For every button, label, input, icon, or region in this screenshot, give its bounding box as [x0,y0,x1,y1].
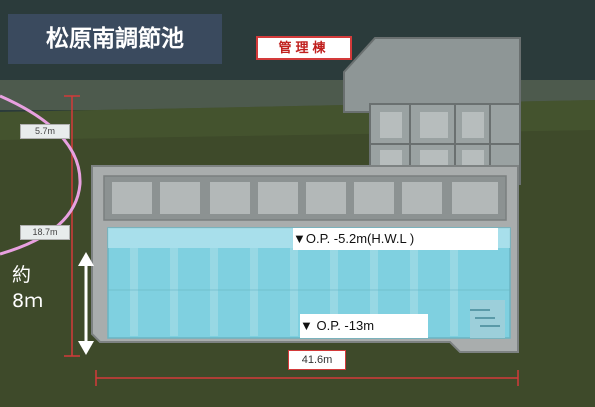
hwl-level-label: ▼O.P. -5.2m(H.W.L ) [293,228,498,250]
left-dimension-line [64,95,80,357]
depth-note: 約 8ｍ [12,262,74,314]
depth-note-line1: 約 [12,264,32,286]
page-title: 松原南調節池 [8,14,222,64]
depth-arrow [78,252,94,355]
bottom-level-label: ▼ O.P. -13m [300,314,428,338]
admin-building [343,37,521,185]
bottom-dimension-line [95,370,519,386]
admin-building-label: 管理棟 [256,36,352,60]
dimension-mid-left: 18.7m [20,225,70,240]
width-dimension-label: 41.6m [288,350,346,370]
reservoir-structure [91,165,519,353]
depth-note-line2: 8ｍ [12,290,44,312]
dimension-upper-left: 5.7m [20,124,70,139]
